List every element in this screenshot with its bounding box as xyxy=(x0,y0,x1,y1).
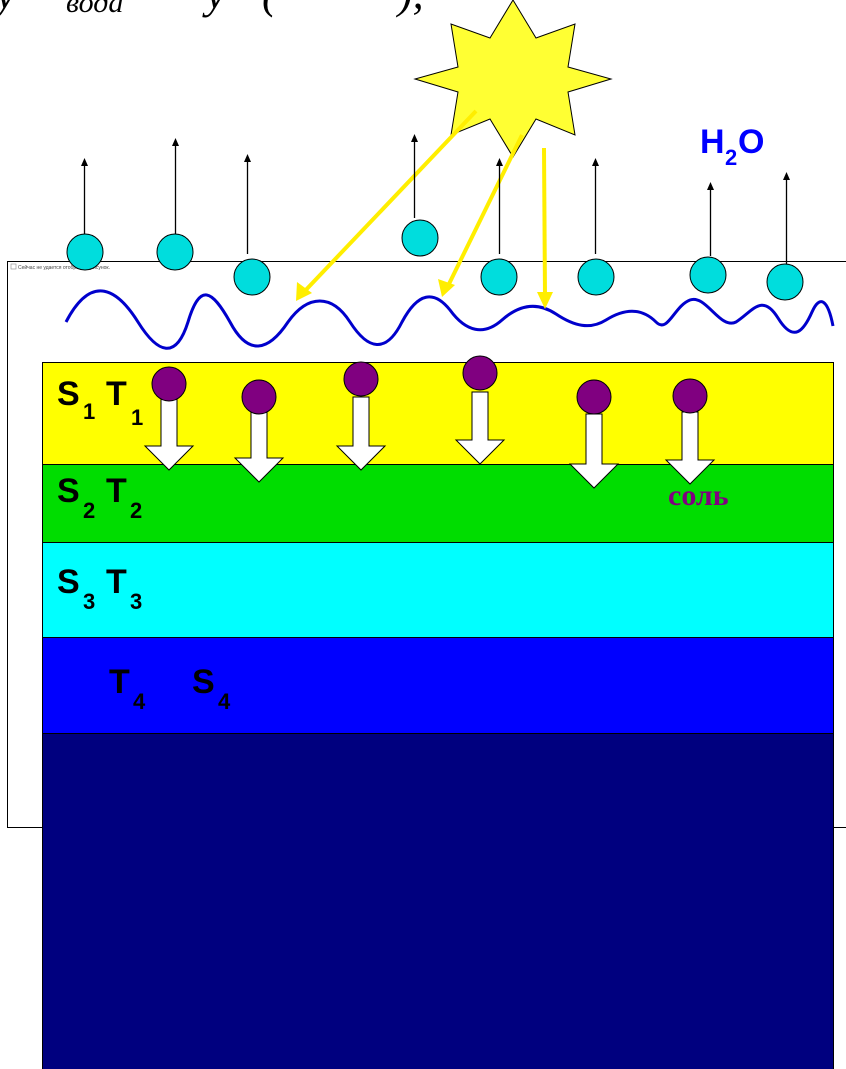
layer-1-temperature: T xyxy=(106,375,127,413)
circle-particle-icon xyxy=(672,378,708,414)
broken-image-caption: Сейчас не удается отобразить рисунок. xyxy=(18,264,110,271)
arrow-up-icon xyxy=(783,172,790,264)
formula-rest: у xyxy=(202,0,226,18)
block-arrow-down-icon xyxy=(143,398,195,471)
layer-5-band xyxy=(42,733,834,1069)
sun-ray-arrowhead-icon xyxy=(438,279,455,297)
arrow-up-icon xyxy=(172,138,179,234)
water-label: H 2 O xyxy=(700,123,764,170)
layer-1-salinity: S xyxy=(57,375,80,413)
arrow-up-icon xyxy=(707,182,714,256)
circle-molecule-icon xyxy=(156,233,194,271)
circle-molecule-icon xyxy=(689,256,727,294)
sun-ray xyxy=(542,147,547,298)
layer-2-label: S 2 T 2 xyxy=(57,472,142,523)
circle-particle-icon xyxy=(576,379,612,415)
block-arrow-down-icon xyxy=(335,396,387,471)
circle-molecule-icon xyxy=(401,219,439,257)
circle-particle-icon xyxy=(151,366,187,402)
water-label-h: H xyxy=(700,123,725,161)
arrow-up-icon xyxy=(81,158,88,234)
layer-3-salinity: S xyxy=(57,563,80,601)
layer-1-salinity-sub: 1 xyxy=(83,399,95,424)
layer-3-temperature-sub: 3 xyxy=(130,589,142,614)
water-surface-wave xyxy=(64,289,835,350)
sun-rays xyxy=(296,109,553,309)
water-molecules xyxy=(66,219,804,301)
circle-molecule-icon xyxy=(577,258,615,296)
water-label-o: O xyxy=(738,123,764,161)
salt-label: соль xyxy=(668,479,729,512)
layer-1-label: S 1 T 1 xyxy=(57,375,143,430)
layer-4-band xyxy=(42,637,834,734)
layer-3-label: S 3 T 3 xyxy=(57,563,142,614)
salt-particle xyxy=(568,379,620,489)
circle-molecule-icon xyxy=(66,233,104,271)
water-label-subscript: 2 xyxy=(725,145,737,170)
sun-ray xyxy=(300,109,478,296)
layer-labels: S 1 T 1 S 2 T 2 S 3 T 3 T 4 S 4 xyxy=(57,375,231,714)
arrow-up-icon xyxy=(411,134,418,218)
layer-3-temperature: T xyxy=(106,563,127,601)
layer-2-salinity-sub: 2 xyxy=(83,498,95,523)
block-arrow-down-icon xyxy=(233,409,285,483)
formula-subscript: вода xyxy=(66,0,123,19)
evaporation-arrows xyxy=(81,134,790,264)
arrow-up-icon xyxy=(592,158,599,254)
circle-particle-icon xyxy=(343,361,379,397)
formula-paren: ( xyxy=(262,0,279,18)
layer-4-salinity: S xyxy=(192,663,215,701)
salt-particles xyxy=(143,355,716,489)
salt-particle xyxy=(454,355,506,465)
block-arrow-down-icon xyxy=(568,413,620,489)
sun-ray-arrowhead-icon xyxy=(537,292,553,309)
circle-molecule-icon xyxy=(480,258,518,296)
layer-4-salinity-sub: 4 xyxy=(218,689,231,714)
layer-4-temperature-sub: 4 xyxy=(133,689,146,714)
layer-2-temperature-sub: 2 xyxy=(130,498,142,523)
circle-molecule-icon xyxy=(766,263,804,301)
layer-3-band xyxy=(42,542,834,638)
circle-molecule-icon xyxy=(233,258,271,296)
block-arrow-down-icon xyxy=(454,391,506,465)
layer-4-label: T 4 S 4 xyxy=(109,663,231,714)
arrow-up-icon xyxy=(244,154,251,254)
layer-3-salinity-sub: 3 xyxy=(83,589,95,614)
circle-particle-icon xyxy=(241,379,277,415)
star-sun-icon xyxy=(413,0,613,158)
layer-1-temperature-sub: 1 xyxy=(131,405,143,430)
salt-particle xyxy=(233,379,285,483)
arrow-up-icon xyxy=(496,158,503,254)
formula-comma: ), xyxy=(395,0,424,18)
broken-image-icon xyxy=(10,263,17,270)
formula-fragment: у вода у ( ), xyxy=(0,0,424,19)
block-arrow-down-icon xyxy=(664,411,716,485)
ocean-layers xyxy=(42,362,834,1069)
sun-ray xyxy=(445,134,524,289)
sun-ray-arrowhead-icon xyxy=(296,282,312,301)
circle-particle-icon xyxy=(462,355,498,391)
layer-4-temperature: T xyxy=(109,663,130,701)
salt-particle xyxy=(143,366,195,471)
salt-particle xyxy=(335,361,387,471)
salt-particle xyxy=(664,378,716,485)
layer-2-temperature: T xyxy=(106,472,127,510)
layer-2-salinity: S xyxy=(57,472,80,510)
formula-main: у xyxy=(0,0,16,18)
